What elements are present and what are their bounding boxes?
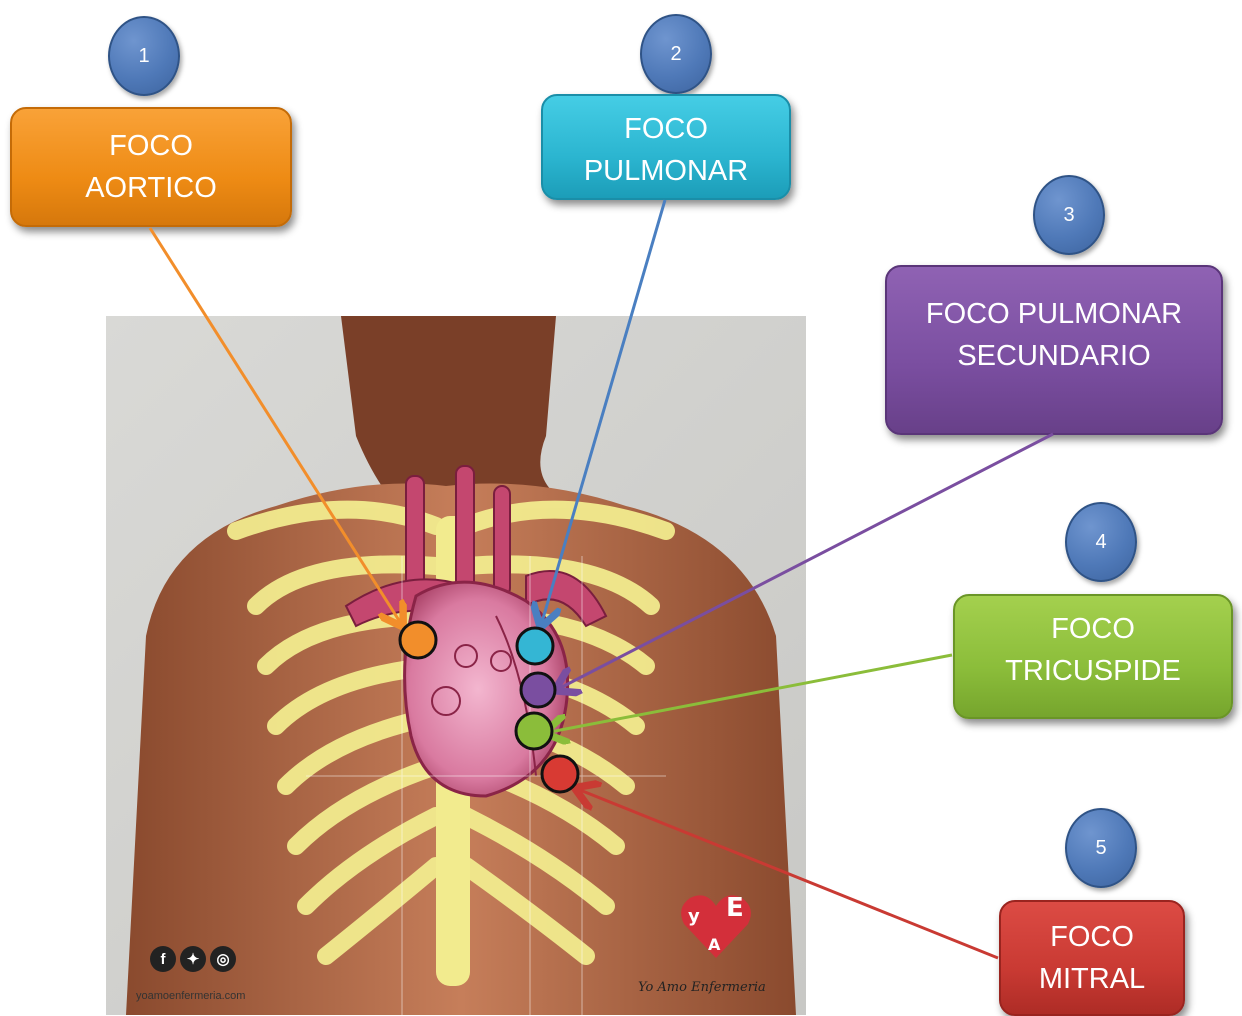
arrow-mitral — [580, 790, 998, 958]
yae-logo: y A E — [676, 886, 756, 966]
social-icons: f ✦ ◎ — [150, 946, 236, 972]
dot-tricuspide — [516, 713, 552, 749]
dot-pulmonar — [517, 628, 553, 664]
logo-letter-e: E — [726, 893, 744, 923]
site-url: yoamoenfermeria.com — [136, 990, 245, 1002]
arrow-secundario — [560, 434, 1053, 688]
instagram-icon: ◎ — [210, 946, 236, 972]
arrow-pulmonar — [542, 200, 665, 622]
brand-name: Yo Amo Enfermeria — [638, 980, 766, 995]
arrow-tricuspide — [550, 655, 952, 732]
dot-mitral — [542, 756, 578, 792]
twitter-icon: ✦ — [180, 946, 206, 972]
arrow-aortico — [150, 228, 400, 622]
dot-aortico — [400, 622, 436, 658]
dot-secundario — [521, 673, 555, 707]
logo-letter-y: y — [688, 906, 700, 927]
logo-letter-a: A — [708, 935, 721, 954]
facebook-icon: f — [150, 946, 176, 972]
